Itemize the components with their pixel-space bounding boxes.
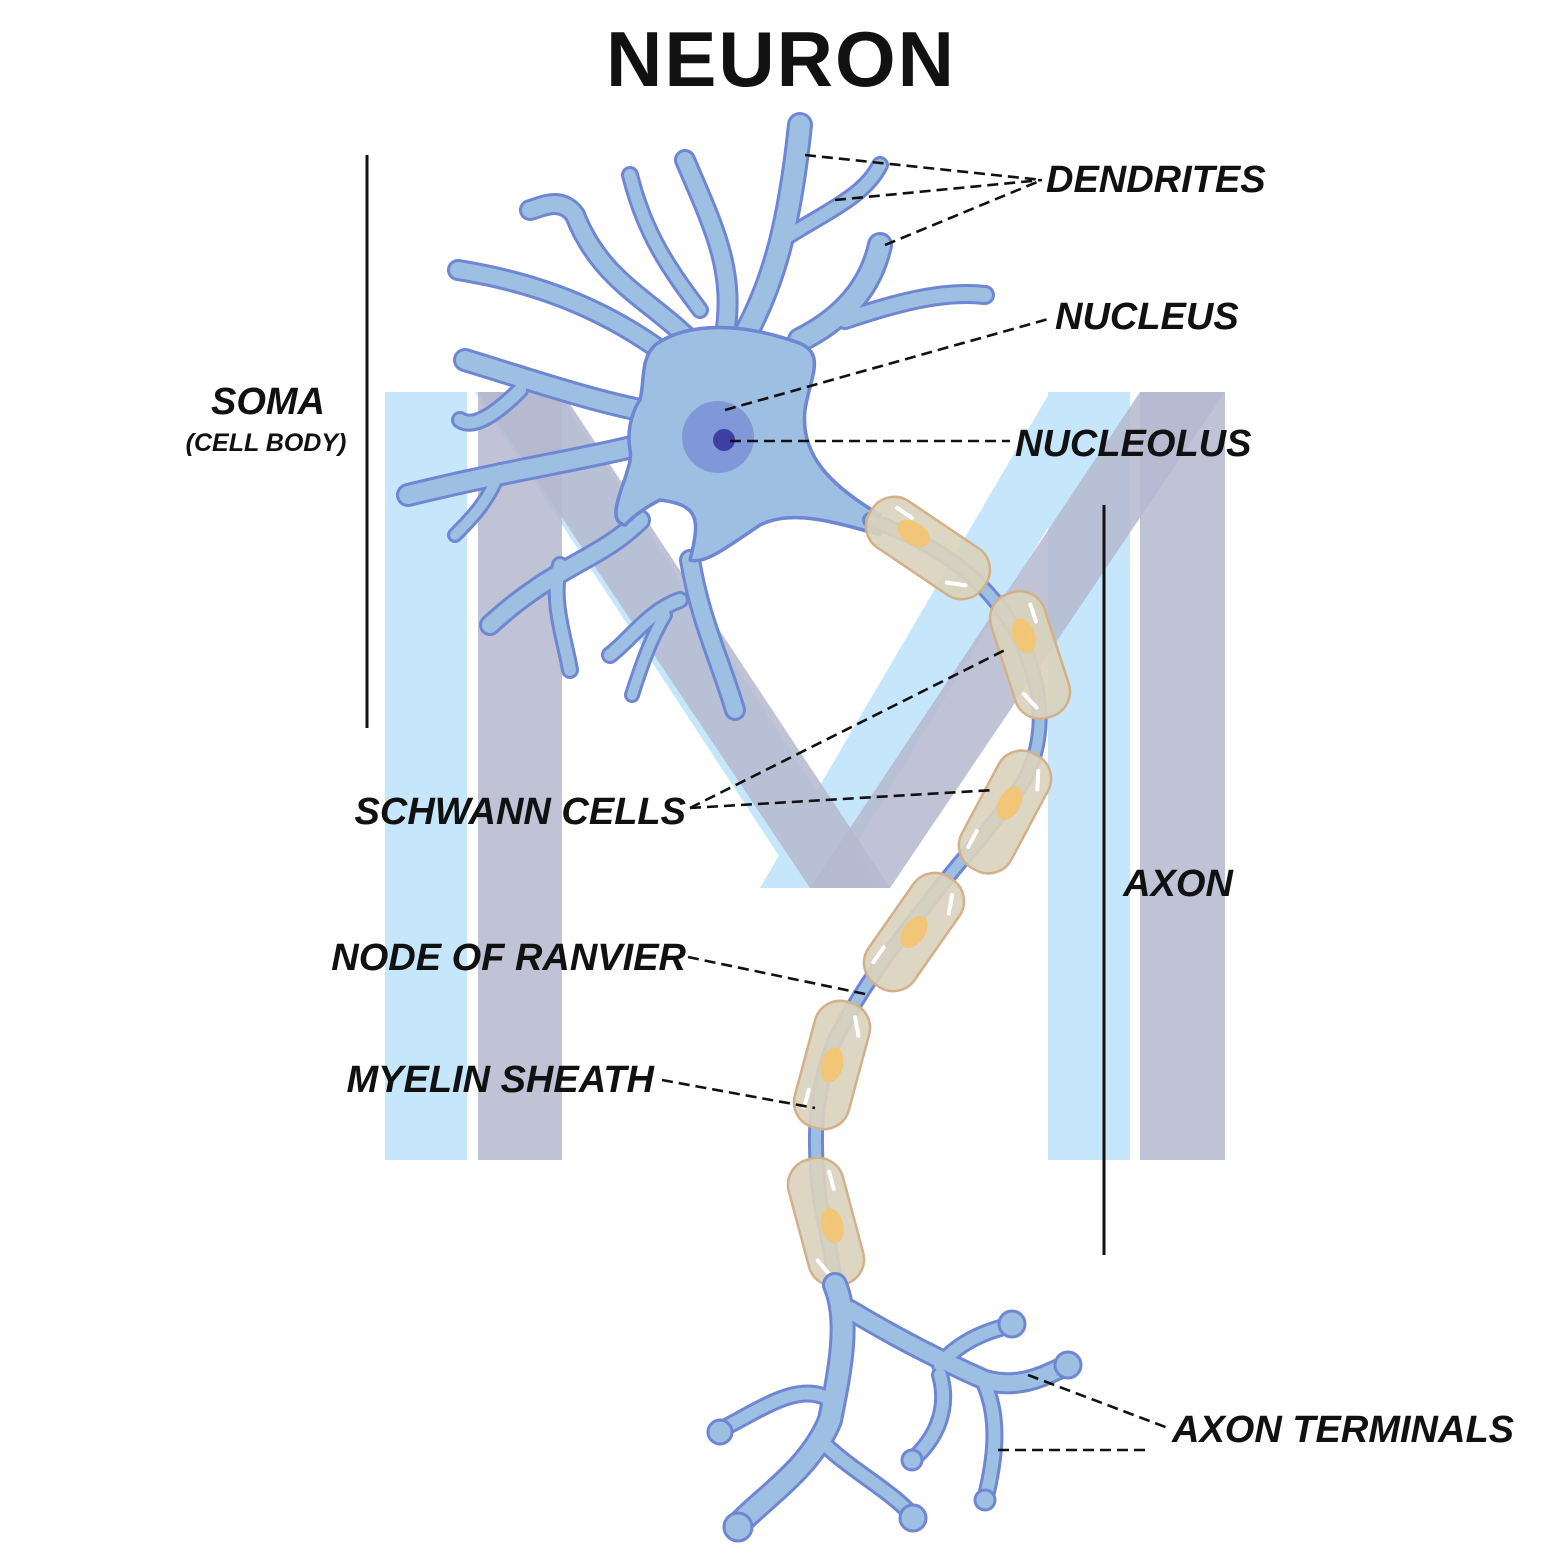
terminal-bulb [973, 1488, 997, 1512]
myelin-segment [862, 871, 966, 993]
schwann-cell-nucleus [1011, 618, 1036, 654]
schwann-cell-nucleus [900, 915, 928, 949]
terminal-bulb [997, 1309, 1027, 1339]
leader-lines [661, 153, 1169, 1452]
dendrites-leader-3 [884, 178, 1043, 247]
label-dendrites: DENDRITES [1046, 159, 1266, 201]
page-title: NEURON [606, 15, 956, 103]
terminal-bulb [706, 1418, 734, 1446]
label-myelin-sheath: MYELIN SHEATH [346, 1059, 655, 1101]
myelin-segment [786, 1156, 866, 1288]
label-schwann-cells: SCHWANN CELLS [355, 791, 686, 833]
myelin-sheath [786, 495, 1072, 1288]
dendrites-leader-2 [834, 178, 1043, 202]
label-axon: AXON [1122, 863, 1234, 905]
terminal-bulb [900, 1448, 924, 1472]
schwann-cell-nucleus [820, 1207, 844, 1244]
schwann-cell-nucleus [996, 786, 1023, 820]
watermark-logo [385, 392, 1225, 1160]
label-soma: SOMA [211, 381, 325, 423]
label-node-of-ranvier: NODE OF RANVIER [331, 937, 686, 979]
label-soma-subtitle: (CELL BODY) [186, 429, 347, 457]
dendrites [396, 112, 995, 721]
terminal-bulb [722, 1511, 754, 1543]
terminal-bulb [898, 1503, 928, 1533]
axon-terminals [706, 1272, 1083, 1543]
dendrite-branches-fill [399, 115, 992, 718]
label-nucleolus: NUCLEOLUS [1015, 423, 1251, 465]
terminal-bulbs [706, 1309, 1083, 1543]
nucleus-leader [724, 316, 1053, 412]
myelin-segment [988, 590, 1072, 720]
label-nucleus: NUCLEUS [1055, 296, 1239, 338]
dendrites-leader-1 [804, 153, 1043, 182]
label-axon-terminals: AXON TERMINALS [1171, 1409, 1514, 1451]
nucleolus [713, 429, 735, 451]
myelin-segment [864, 495, 992, 601]
node-of-ranvier-leader [687, 955, 871, 997]
terminal-bulb [1053, 1350, 1083, 1380]
axon-terminals-leader-1 [1027, 1373, 1169, 1430]
myelin-segment [957, 749, 1053, 875]
myelin-sheath-leader [661, 1078, 816, 1110]
terminal-branches-fill [714, 1275, 1076, 1535]
schwann-leader-1 [689, 648, 1006, 810]
schwann-cell-nucleus [820, 1047, 844, 1083]
schwann-cell-nucleus [897, 519, 930, 548]
myelin-segment [792, 999, 872, 1131]
